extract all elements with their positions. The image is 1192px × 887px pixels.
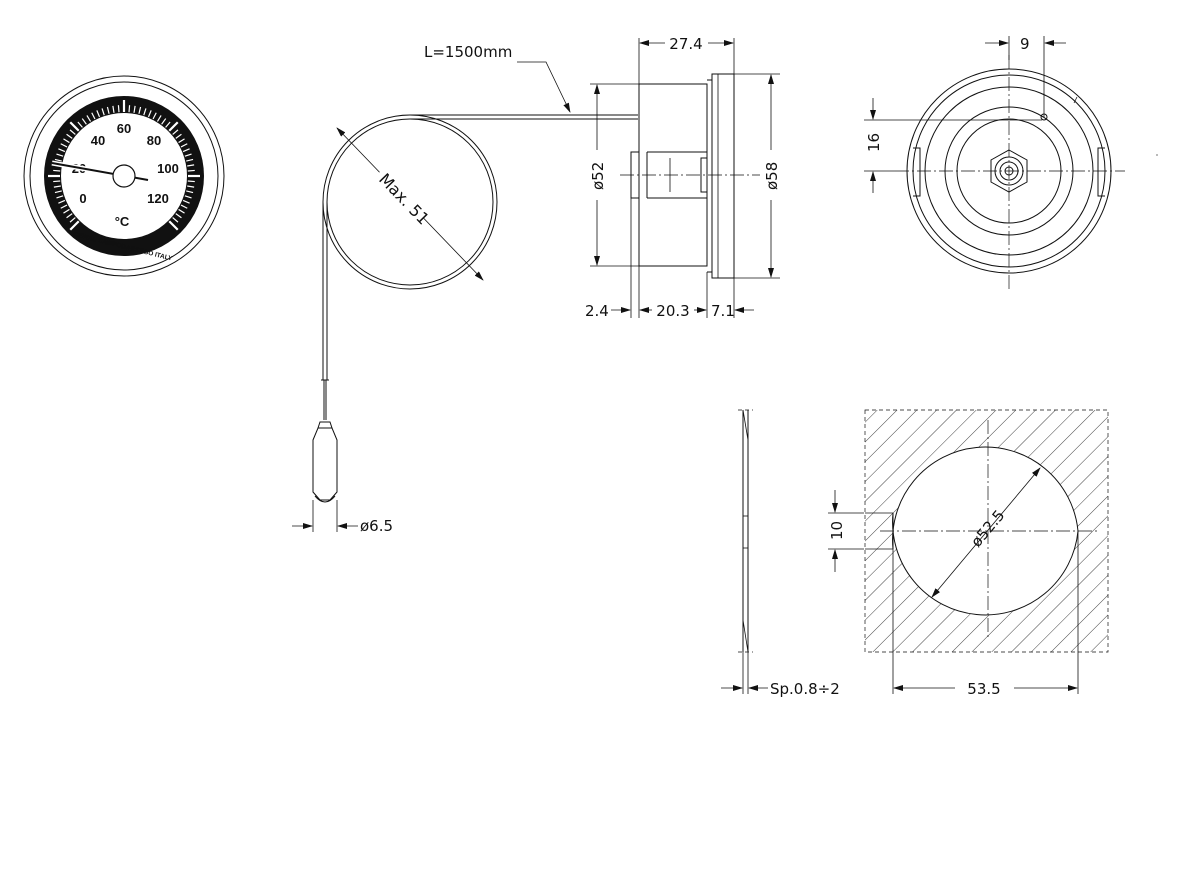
side-view: 27.4 ø52 ø58 2.4 20.3 7.1 bbox=[585, 35, 781, 320]
dial-tick bbox=[133, 105, 136, 113]
dial-tick bbox=[138, 106, 142, 114]
dial-tick bbox=[175, 133, 182, 139]
dim-offset-vertical: 16 bbox=[865, 133, 883, 152]
dial-tick bbox=[53, 180, 61, 183]
dial-tick bbox=[112, 105, 115, 113]
dial-tick bbox=[58, 199, 66, 204]
dial-tick bbox=[165, 121, 171, 128]
dial-tick bbox=[186, 158, 194, 162]
dial-tick bbox=[69, 217, 76, 223]
dial-tick bbox=[172, 217, 179, 223]
dial-tick bbox=[143, 108, 147, 116]
dial-tick bbox=[96, 110, 101, 118]
dim-front-plate: 2.4 bbox=[585, 302, 609, 320]
dial-tick bbox=[91, 112, 96, 120]
dial-label-120: 120 bbox=[147, 191, 169, 206]
dial-tick bbox=[187, 180, 195, 183]
bulb-diameter-label: ø6.5 bbox=[360, 517, 393, 535]
dial-tick bbox=[182, 199, 190, 204]
dial-tick bbox=[106, 106, 110, 114]
dial-scale-ticks bbox=[48, 100, 200, 231]
dial-tick bbox=[187, 164, 195, 167]
dial-tick bbox=[117, 105, 120, 113]
dim-notch: 10 bbox=[828, 521, 846, 540]
dial-tick bbox=[184, 195, 192, 199]
dial-unit: °C bbox=[115, 214, 130, 229]
dial-tick bbox=[128, 105, 131, 113]
dim-panel-thickness: Sp.0.8÷2 bbox=[770, 680, 840, 698]
dim-offset-horizontal: 9 bbox=[1020, 35, 1030, 53]
dial-tick bbox=[60, 143, 68, 148]
dial-tick bbox=[175, 213, 182, 219]
dial-tick bbox=[147, 110, 152, 118]
dial-front-view: 0 20 40 60 80 100 120 °C CEWAL CAMPODARS… bbox=[23, 75, 225, 277]
dial-needle bbox=[51, 160, 149, 188]
dial-tick bbox=[168, 220, 179, 231]
dial-tick bbox=[69, 121, 80, 132]
dial-tick bbox=[152, 112, 157, 120]
dim-body-depth: 20.3 bbox=[656, 302, 689, 320]
dial-tick bbox=[186, 190, 194, 194]
dial-tick bbox=[58, 148, 66, 153]
dial-tick bbox=[63, 208, 70, 214]
dim-cutout-width: 53.5 bbox=[967, 680, 1000, 698]
dim-body-diameter: ø52 bbox=[589, 162, 607, 190]
capillary-coil-view: Max. 51 L=1500mm ø6.5 bbox=[292, 43, 638, 535]
dial-tick bbox=[180, 204, 188, 209]
dial-label-100: 100 bbox=[157, 161, 179, 176]
dial-tick bbox=[54, 158, 62, 162]
dial-tick bbox=[184, 153, 192, 157]
dial-tick bbox=[60, 204, 68, 209]
dial-tick bbox=[81, 118, 87, 125]
dial-tick bbox=[66, 133, 73, 139]
dial-tick bbox=[77, 121, 83, 128]
dim-bezel-diameter: ø58 bbox=[763, 162, 781, 190]
dial-tick bbox=[156, 115, 162, 122]
back-view: 9 16 bbox=[864, 35, 1158, 292]
dial-label-0: 0 bbox=[79, 191, 86, 206]
dial-label-60: 60 bbox=[117, 121, 131, 136]
dial-tick bbox=[69, 220, 80, 231]
dial-tick bbox=[63, 138, 70, 144]
dial-tick bbox=[53, 169, 61, 172]
dial-tick bbox=[187, 185, 195, 188]
dial-tick bbox=[161, 118, 167, 125]
panel-cutout-view: ø52.5 10 53.5 bbox=[828, 409, 1109, 698]
dial-tick bbox=[172, 129, 179, 135]
dial-tick bbox=[66, 213, 73, 219]
dim-depth-total: 27.4 bbox=[669, 35, 702, 53]
dial-label-40: 40 bbox=[91, 133, 105, 148]
dial-tick bbox=[54, 190, 62, 194]
panel-thickness-view: Sp.0.8÷2 bbox=[721, 409, 840, 698]
capillary-length-label: L=1500mm bbox=[424, 43, 512, 61]
dial-tick bbox=[178, 208, 185, 214]
dial-label-80: 80 bbox=[147, 133, 161, 148]
dial-tick bbox=[86, 115, 92, 122]
dial-tick bbox=[56, 195, 64, 199]
dial-tick bbox=[187, 169, 195, 172]
dial-tick bbox=[182, 148, 190, 153]
dim-bezel-depth: 7.1 bbox=[711, 302, 735, 320]
dial-tick bbox=[69, 129, 76, 135]
dial-tick bbox=[101, 108, 105, 116]
dial-tick bbox=[180, 143, 188, 148]
dial-tick bbox=[178, 138, 185, 144]
dial-tick bbox=[168, 121, 179, 132]
dial-tick bbox=[56, 153, 64, 157]
dial-tick bbox=[53, 185, 61, 188]
